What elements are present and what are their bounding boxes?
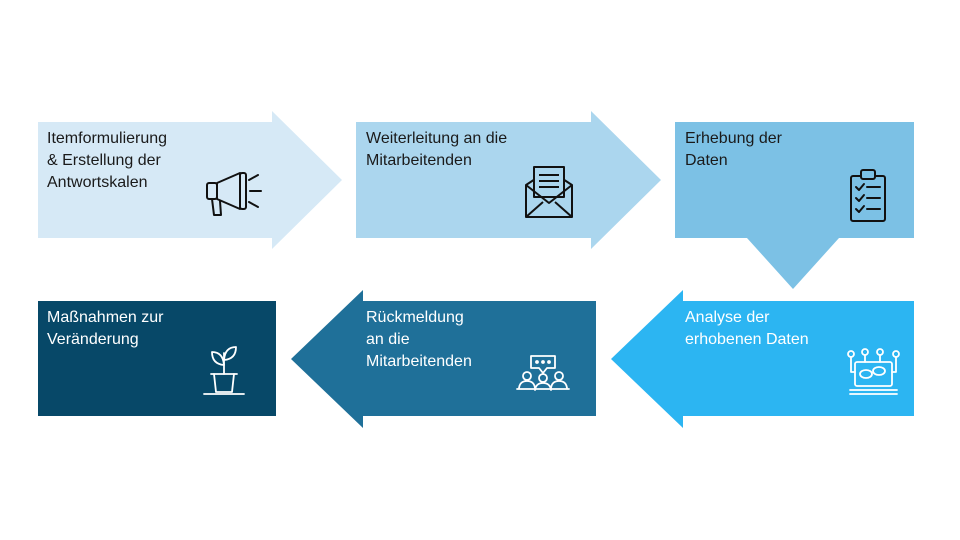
megaphone-icon bbox=[206, 172, 262, 216]
step-6-label: Maßnahmen zur Veränderung bbox=[47, 309, 164, 348]
data-analysis-icon bbox=[847, 348, 900, 395]
step-6-box bbox=[38, 301, 276, 416]
group-discussion-icon bbox=[516, 355, 570, 391]
step-1-label: Itemformulierung & Erstellung der Antwor… bbox=[47, 130, 168, 191]
step-4-label: Analyse der erhobenen Daten bbox=[685, 309, 809, 348]
step-3-label: Erhebung der Daten bbox=[685, 130, 782, 169]
step-4-arrow bbox=[611, 290, 914, 428]
step-5-arrow bbox=[291, 290, 596, 428]
step-1-arrow bbox=[38, 111, 342, 249]
step-5-label: Rückmeldung an die Mitarbeitenden bbox=[366, 309, 472, 370]
plant-icon bbox=[203, 346, 245, 395]
step-2-arrow bbox=[356, 111, 661, 249]
step-2-label: Weiterleitung an die Mitarbeitenden bbox=[366, 130, 508, 169]
envelope-icon bbox=[525, 166, 573, 218]
step-3-arrow bbox=[675, 122, 914, 289]
clipboard-checklist-icon bbox=[850, 169, 886, 222]
